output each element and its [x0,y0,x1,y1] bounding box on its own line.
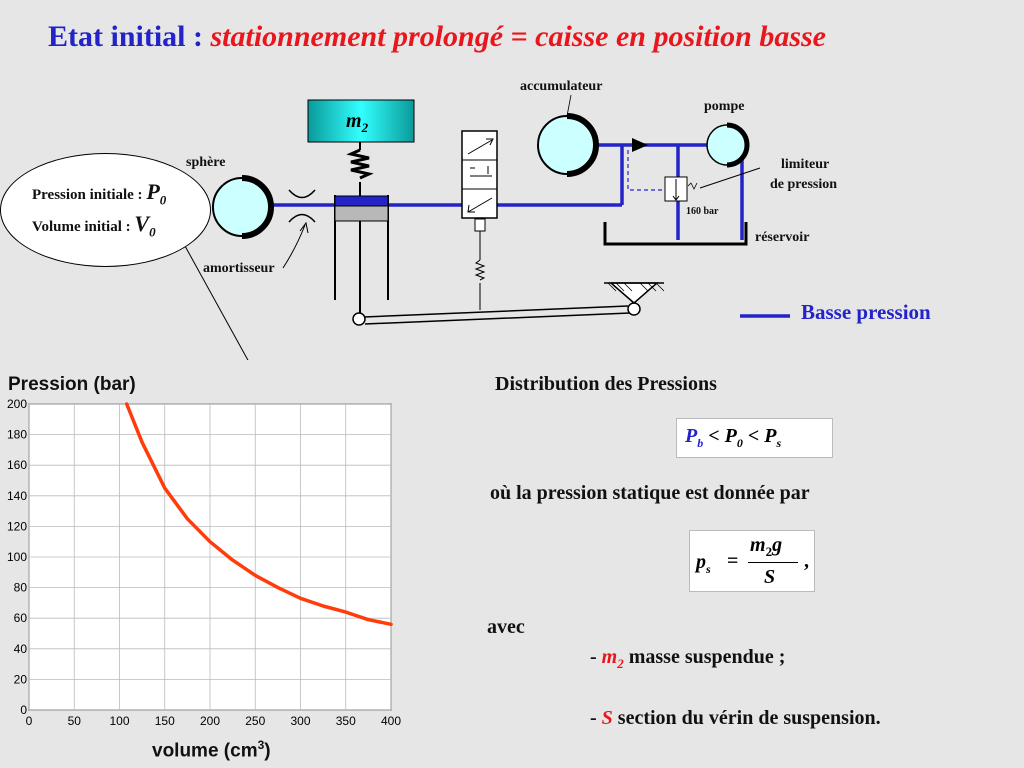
pressure-volume-chart: 0 50 100 150 200 250 300 350 400 0 20 40 60 80 100 120 1… [7,397,401,728]
label-accumulateur: accumulateur [520,79,603,94]
y-tick-label: 200 [7,397,27,411]
x-tick-label: 0 [26,714,33,728]
x-tick-label: 350 [336,714,356,728]
accumulator [537,94,599,177]
label-de-pression: de pression [770,177,838,192]
pilot-line [627,150,665,191]
legend-basse-pression: Basse pression [801,300,931,324]
check-valve-icon [632,138,648,152]
initial-volume: Volume initial : V0 [32,211,156,240]
hydraulic-schematic [184,94,790,360]
x-tick-label: 300 [290,714,310,728]
x-tick-label: 400 [381,714,401,728]
x-tick-label: 150 [155,714,175,728]
y-tick-label: 120 [7,519,27,533]
pressure-volume-curve [124,402,393,627]
formula-lhs: ps [696,551,711,576]
distributor-valve [461,130,498,310]
y-tick-label: 20 [14,672,28,686]
definition-m2: - m2 masse suspendue ; [590,646,786,671]
page-title: Etat initial : stationnement prolongé = … [48,20,826,53]
pressure-inequality: Pb < P0 < Ps [676,418,833,458]
label-160-bar: 160 bar [686,206,719,217]
formula-denominator: S [764,566,776,588]
y-tick-label: 80 [14,581,28,595]
suspended-mass [307,99,415,143]
mass-label: m2 [346,110,369,135]
pointer-line [184,245,249,360]
x-tick-label: 100 [109,714,129,728]
lever-pivot [604,282,665,304]
formula-eq: = [727,550,739,572]
static-pressure-text: où la pression statique est donnée par [490,482,810,504]
definition-s: - S section du vérin de suspension. [590,707,881,729]
avec-label: avec [487,616,525,638]
low-pressure-lines [270,143,790,318]
label-reservoir: réservoir [755,230,810,245]
pump [706,122,750,168]
distribution-heading: Distribution des Pressions [495,373,717,395]
y-tick-label: 0 [20,703,27,717]
y-tick-label: 40 [14,642,28,656]
formula-comma: , [804,550,809,572]
label-limiteur: limiteur [781,157,830,172]
pressure-limiter [664,167,761,202]
formula-fraction-bar [748,562,798,563]
page-subtitle: stationnement prolongé = caisse en posit… [210,20,826,53]
y-tick-label: 180 [7,428,27,442]
initial-pressure: Pression initiale : P0 [32,179,167,208]
y-tick-label: 100 [7,550,27,564]
lever-arm [363,305,631,325]
static-pressure-formula: ps = m2g S , [689,530,815,592]
damper [282,189,316,269]
x-tick-label: 200 [200,714,220,728]
label-amortisseur: amortisseur [203,261,275,276]
suspension-spring [346,148,374,180]
suspension-cylinder [334,195,389,326]
chart-y-title: Pression (bar) [8,374,136,395]
chart-x-title: volume (cm3) [152,738,271,762]
x-tick-label: 50 [68,714,82,728]
formula-numerator: m2g [750,534,783,559]
initial-state-ellipse [0,153,211,267]
y-tick-label: 160 [7,458,27,472]
x-tick-label: 250 [245,714,265,728]
reservoir [603,222,748,246]
sphere [212,175,274,239]
y-tick-label: 60 [14,611,28,625]
label-sphere: sphère [186,155,226,170]
y-tick-label: 140 [7,489,27,503]
label-pompe: pompe [704,99,745,114]
